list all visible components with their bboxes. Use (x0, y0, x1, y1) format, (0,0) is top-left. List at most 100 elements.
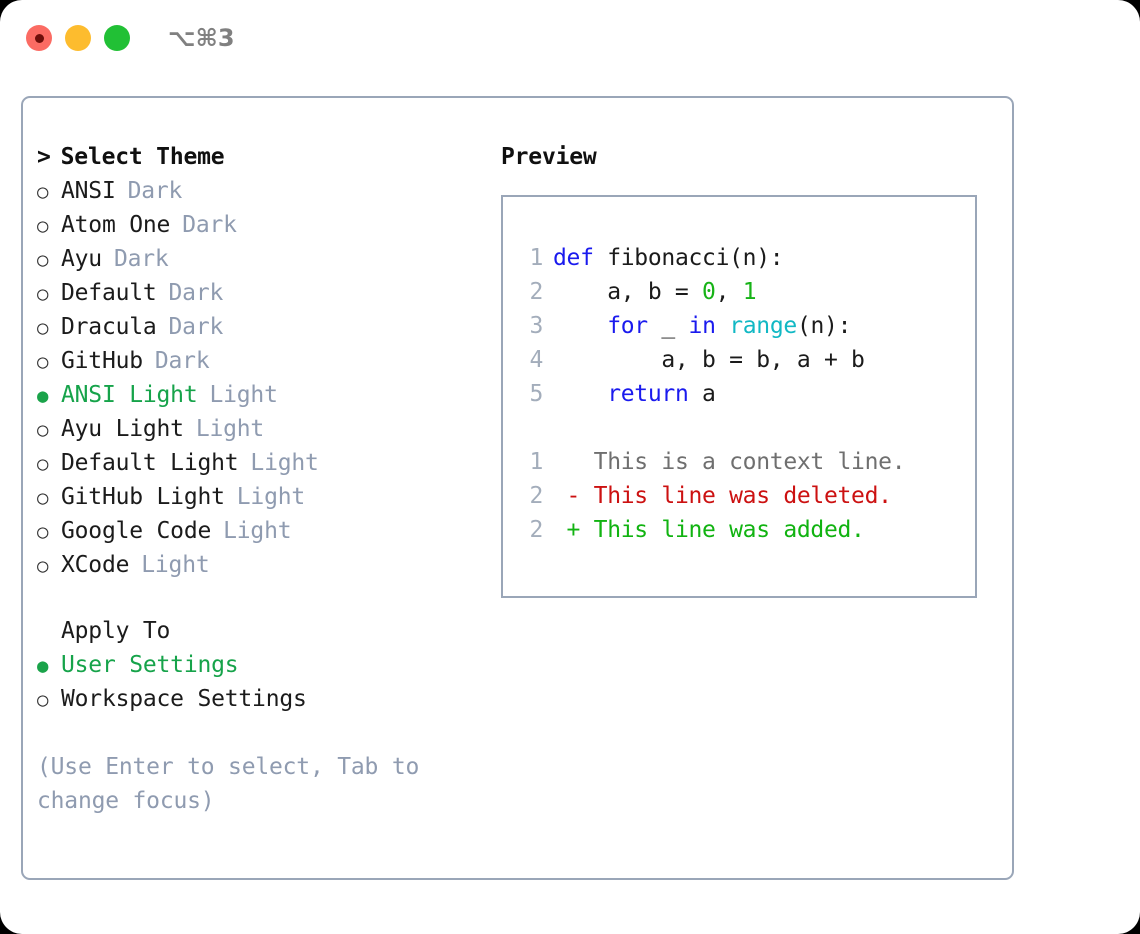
code-token-txt: a, b = b, a + b (553, 347, 865, 373)
theme-option-dracula[interactable]: ○ Dracula Dark (37, 310, 482, 344)
code-token-txt: _ (647, 313, 689, 339)
select-theme-header: > Select Theme (37, 140, 482, 174)
theme-variant-badge: Light (141, 552, 210, 578)
theme-variant-badge: Dark (168, 280, 224, 306)
theme-option-default-light[interactable]: ○ Default Light Light (37, 446, 482, 480)
theme-option-default[interactable]: ○ Default Dark (37, 276, 482, 310)
theme-option-label: Atom One (61, 212, 171, 238)
code-line-number: 5 (529, 381, 543, 407)
window-controls (26, 25, 130, 51)
theme-variant-badge: Dark (168, 314, 224, 340)
prompt-caret: > (37, 144, 51, 170)
radio-unselected-icon: ○ (37, 249, 49, 271)
diff-line: 2 + This line was added. (521, 513, 975, 547)
radio-unselected-icon: ○ (37, 283, 49, 305)
code-line: 4 a, b = b, a + b (521, 343, 975, 377)
theme-option-label: Default Light (61, 450, 239, 476)
code-token-txt (553, 313, 607, 339)
diff-text: This line was deleted. (593, 483, 892, 509)
apply-to-option-user-settings[interactable]: ●User Settings (37, 648, 482, 682)
code-token-txt: fibonacci(n): (593, 245, 784, 271)
apply-to-option-label: User Settings (61, 652, 239, 678)
theme-variant-badge: Dark (113, 246, 169, 272)
theme-option-label: GitHub (61, 348, 143, 374)
preview-spacer (521, 411, 975, 445)
theme-option-label: ANSI (61, 178, 116, 204)
titlebar-shortcut-label: ⌥⌘3 (168, 24, 235, 52)
code-token-fn: range (729, 313, 797, 339)
theme-option-label: XCode (61, 552, 130, 578)
apply-to-header: Apply To (61, 618, 171, 644)
code-token-num: 0 (702, 279, 716, 305)
diff-marker: + (553, 517, 594, 543)
diff-marker (553, 449, 594, 475)
theme-option-google-code[interactable]: ○ Google Code Light (37, 514, 482, 548)
code-token-txt: a (688, 381, 716, 407)
diff-text: This is a context line. (593, 449, 906, 475)
radio-unselected-icon: ○ (37, 521, 49, 543)
diff-text: This line was added. (593, 517, 865, 543)
apply-to-section: Apply To ●User Settings ○ Workspace Settin… (37, 614, 482, 716)
close-button[interactable] (26, 25, 52, 51)
code-line-number: 3 (529, 313, 543, 339)
diff-line: 2 - This line was deleted. (521, 479, 975, 513)
theme-variant-badge: Light (195, 416, 265, 442)
code-token-kw: return (607, 381, 689, 407)
theme-variant-badge: Light (209, 382, 278, 408)
radio-unselected-icon: ○ (37, 215, 49, 237)
radio-unselected-icon: ○ (37, 419, 49, 441)
radio-unselected-icon: ○ (37, 689, 49, 711)
code-token-txt: (n): (796, 313, 852, 339)
diff-line-number: 2 (529, 483, 543, 509)
diff-sample: 1 This is a context line.2 - This line w… (521, 445, 975, 547)
minimize-button[interactable] (65, 25, 91, 51)
preview-header: Preview (501, 144, 597, 170)
code-token-txt: , (715, 279, 743, 305)
apply-to-option-workspace-settings[interactable]: ○ Workspace Settings (37, 682, 482, 716)
code-token-kw: def (553, 245, 594, 271)
theme-option-xcode[interactable]: ○ XCode Light (37, 548, 482, 582)
theme-option-label: Default (61, 280, 157, 306)
theme-option-ayu[interactable]: ○ Ayu Dark (37, 242, 482, 276)
titlebar: ⌥⌘3 (0, 0, 1140, 78)
theme-option-label: Google Code (61, 518, 212, 544)
theme-option-ansi-light[interactable]: ● ANSI Light Light (37, 378, 482, 412)
theme-variant-badge: Light (250, 450, 319, 476)
theme-option-label: Ayu (61, 246, 102, 272)
maximize-button[interactable] (104, 25, 130, 51)
theme-variant-badge: Dark (154, 348, 210, 374)
code-line: 5 return a (521, 377, 975, 411)
diff-marker: - (553, 483, 594, 509)
theme-option-label: GitHub Light (61, 484, 225, 510)
keyboard-hint: (Use Enter to select, Tab to change focu… (37, 754, 420, 814)
theme-option-github[interactable]: ○ GitHub Dark (37, 344, 482, 378)
radio-unselected-icon: ○ (37, 317, 49, 339)
theme-option-label: ANSI Light (61, 382, 198, 408)
code-token-txt: a, b = (553, 279, 703, 305)
apply-to-option-label: Workspace Settings (61, 686, 307, 712)
radio-unselected-icon: ○ (37, 453, 49, 475)
select-theme-title: Select Theme (60, 144, 225, 170)
code-token-num: 1 (742, 279, 757, 305)
radio-unselected-icon: ○ (37, 351, 49, 373)
theme-option-label: Dracula (61, 314, 157, 340)
code-token-kw: in (688, 313, 716, 339)
diff-line: 1 This is a context line. (521, 445, 975, 479)
radio-unselected-icon: ○ (37, 555, 49, 577)
theme-variant-badge: Dark (127, 178, 183, 204)
theme-variant-badge: Light (223, 518, 292, 544)
radio-selected-icon: ● (37, 385, 49, 407)
diff-line-number: 2 (529, 517, 543, 543)
code-line-number: 2 (529, 279, 543, 305)
diff-line-number: 1 (529, 449, 543, 475)
